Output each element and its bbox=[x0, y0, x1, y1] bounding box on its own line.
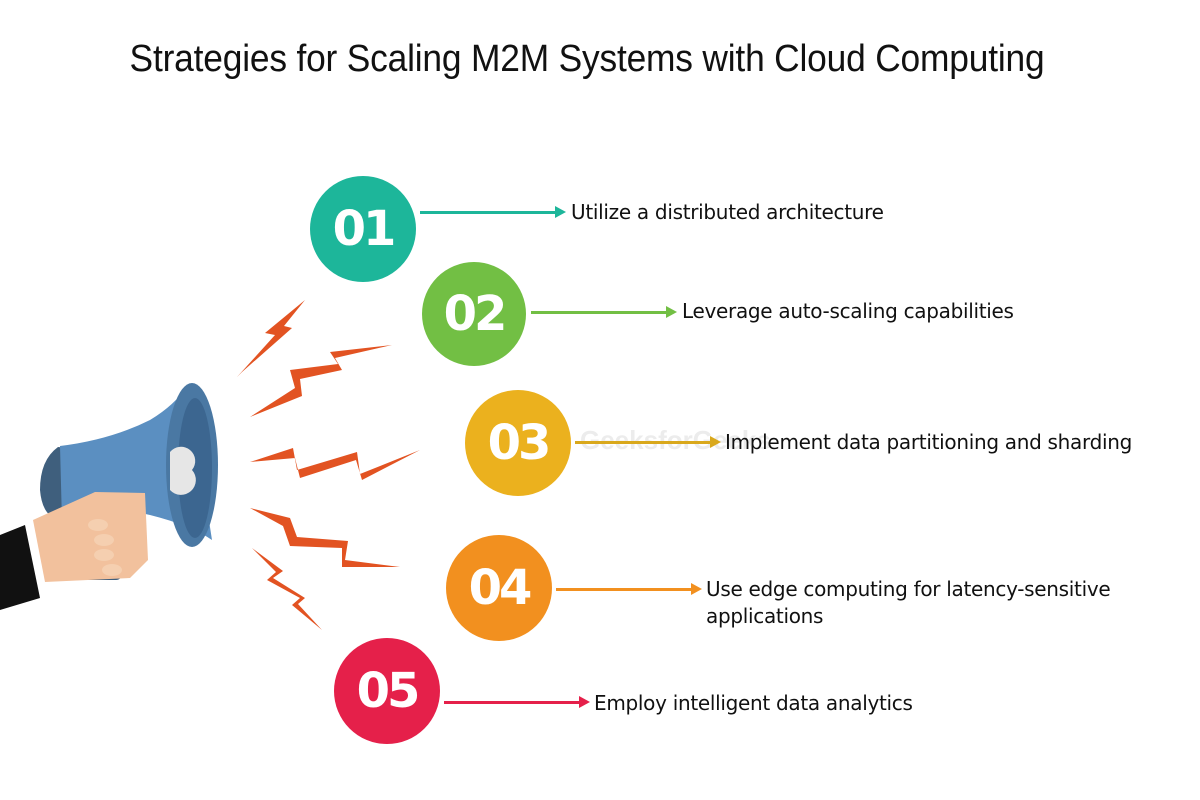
strategy-label: Utilize a distributed architecture bbox=[571, 200, 884, 224]
arrow-icon bbox=[531, 306, 677, 318]
megaphone-mouth-inner bbox=[178, 398, 212, 538]
number-badge: 03 bbox=[465, 390, 571, 496]
hand-palm bbox=[33, 492, 148, 582]
sound-waves bbox=[237, 300, 420, 630]
sound-wave-1 bbox=[237, 300, 305, 377]
strategy-label: Employ intelligent data analytics bbox=[594, 691, 913, 715]
sound-wave-2 bbox=[250, 345, 392, 417]
strategy-label: Use edge computing for latency-sensitive… bbox=[706, 577, 1111, 628]
watermark: GeeksforGeeks bbox=[580, 425, 771, 455]
arrow-icon bbox=[575, 436, 721, 448]
arrow-icon bbox=[444, 696, 590, 708]
number-badge: 05 bbox=[334, 638, 440, 744]
number-badge: 01 bbox=[310, 176, 416, 282]
sound-wave-4 bbox=[250, 508, 400, 567]
megaphone-speaker bbox=[170, 446, 196, 495]
arrow-icon bbox=[556, 583, 702, 595]
sound-wave-5 bbox=[252, 548, 322, 630]
page-title: Strategies for Scaling M2M Systems with … bbox=[129, 38, 1045, 80]
sleeve bbox=[0, 525, 40, 610]
strategy-label: Implement data partitioning and sharding bbox=[725, 430, 1133, 454]
sound-wave-3 bbox=[250, 448, 420, 480]
number-badge: 04 bbox=[446, 535, 552, 641]
number-badge: 02 bbox=[422, 262, 526, 366]
strategy-label: Leverage auto-scaling capabilities bbox=[682, 299, 1014, 323]
hand-icon bbox=[0, 492, 148, 610]
arrow-icon bbox=[420, 206, 566, 218]
